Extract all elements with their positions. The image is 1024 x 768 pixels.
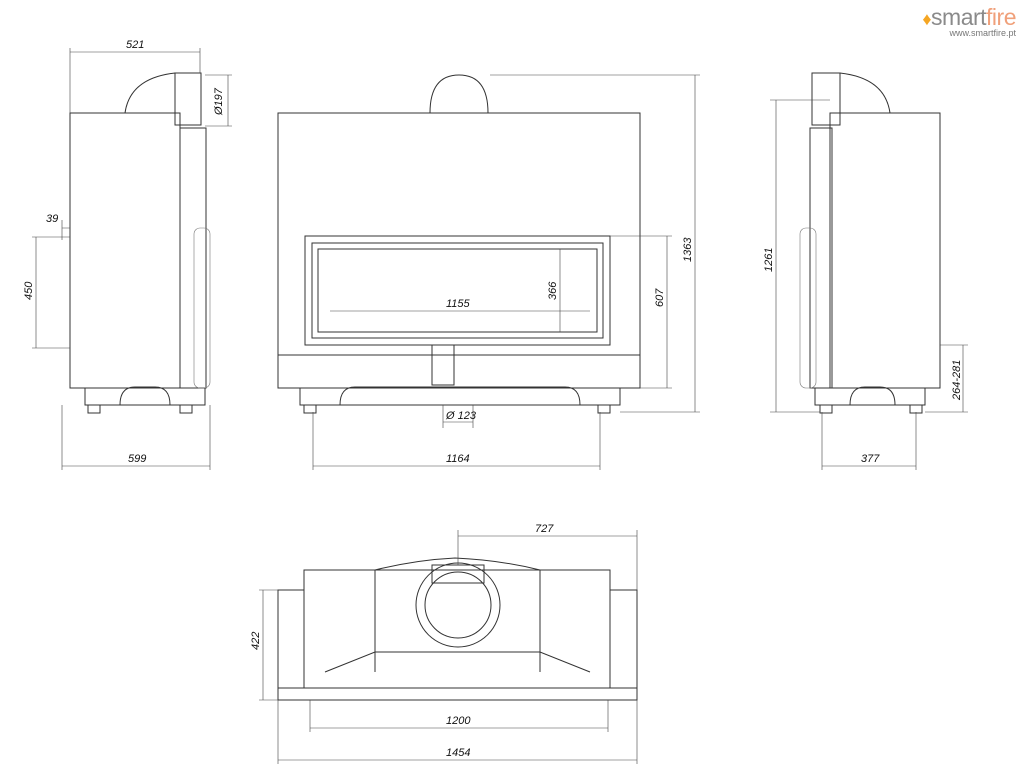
dim-left-bottom: 599	[128, 453, 146, 465]
dim-left-flue: Ø197	[213, 87, 225, 116]
dim-left-top: 521	[126, 39, 144, 51]
top-view	[259, 530, 638, 764]
flame-icon: ♦	[922, 9, 932, 29]
brand-name-2: fire	[986, 4, 1016, 30]
dim-left-39: 39	[46, 213, 58, 225]
dim-left-450: 450	[23, 281, 35, 300]
dim-glass-width: 1155	[446, 298, 471, 310]
dim-total-height: 1363	[682, 237, 694, 262]
brand-logo: ♦smartfire www.smartfire.pt	[922, 4, 1016, 38]
dim-depth: 422	[250, 632, 262, 650]
left-side-view	[32, 48, 232, 470]
dim-inner-width: 1200	[446, 715, 471, 727]
front-view	[277, 74, 700, 470]
dim-air-inlet: Ø 123	[445, 410, 477, 422]
dim-right-height: 1261	[763, 248, 775, 272]
dim-right-legs: 264-281	[951, 360, 963, 401]
dim-door-height: 607	[654, 288, 666, 307]
right-side-view	[770, 72, 968, 470]
dim-right-bottom: 377	[861, 453, 880, 465]
brand-name-1: smart	[931, 4, 987, 30]
dim-glass-height: 366	[547, 281, 559, 300]
dim-total-width: 1454	[446, 747, 470, 759]
dim-flue-offset: 727	[535, 523, 554, 535]
dim-feet-width: 1164	[446, 453, 470, 465]
brand-url: www.smartfire.pt	[949, 28, 1016, 38]
